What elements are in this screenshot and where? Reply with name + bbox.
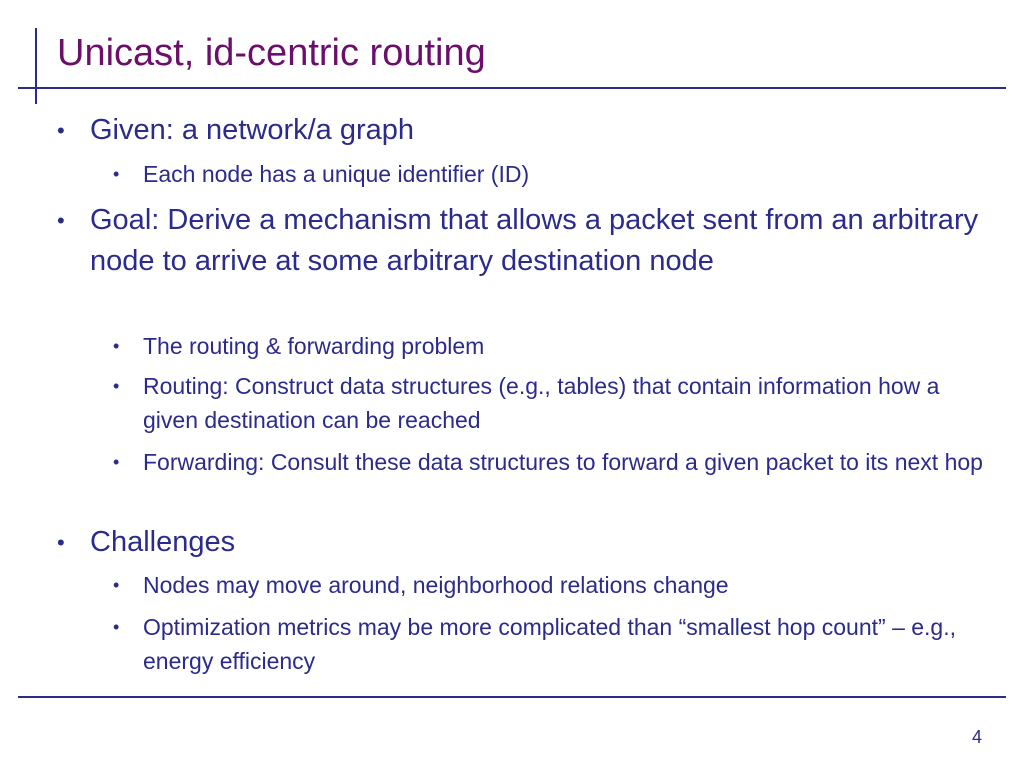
bullet-text: Goal: Derive a mechanism that allows a p… — [90, 204, 979, 277]
bullet-text: Challenges — [90, 526, 236, 558]
bullet-icon: • — [113, 164, 120, 184]
page-number: 4 — [971, 727, 982, 747]
sub-bullet-item: • Nodes may move around, neighborhood re… — [113, 568, 993, 602]
sub-bullet-item: • Optimization metrics may be more compl… — [113, 610, 993, 678]
bullet-icon: • — [113, 336, 120, 356]
bullet-icon: • — [113, 376, 120, 396]
sub-bullet-item: • Each node has a unique identifier (ID) — [113, 157, 993, 191]
bullet-icon: • — [113, 452, 120, 472]
bullet-text: Routing: Construct data structures (e.g.… — [143, 373, 940, 433]
sub-bullet-item: • Forwarding: Consult these data structu… — [113, 445, 993, 479]
top-divider — [18, 87, 1006, 89]
bullet-text: Given: a network/a graph — [90, 114, 415, 146]
bullet-icon: • — [57, 530, 65, 555]
bullet-text: The routing & forwarding problem — [143, 333, 485, 359]
title-accent-bar — [35, 28, 37, 104]
bullet-icon: • — [113, 617, 120, 637]
sub-bullet-item: • The routing & forwarding problem — [113, 329, 993, 363]
bullet-text: Nodes may move around, neighborhood rela… — [143, 572, 729, 598]
bullet-item: • Given: a network/a graph — [57, 110, 990, 151]
bullet-icon: • — [113, 575, 120, 595]
bullet-icon: • — [57, 118, 65, 143]
bullet-icon: • — [57, 208, 65, 233]
sub-bullet-item: • Routing: Construct data structures (e.… — [113, 369, 993, 437]
bullet-text: Each node has a unique identifier (ID) — [143, 161, 530, 187]
bullet-text: Forwarding: Consult these data structure… — [143, 449, 983, 475]
bullet-text: Optimization metrics may be more complic… — [143, 614, 957, 674]
slide-title: Unicast, id-centric routing — [57, 32, 486, 74]
bullet-item: • Goal: Derive a mechanism that allows a… — [57, 200, 990, 282]
bottom-divider — [18, 696, 1006, 698]
bullet-item: • Challenges — [57, 522, 990, 563]
